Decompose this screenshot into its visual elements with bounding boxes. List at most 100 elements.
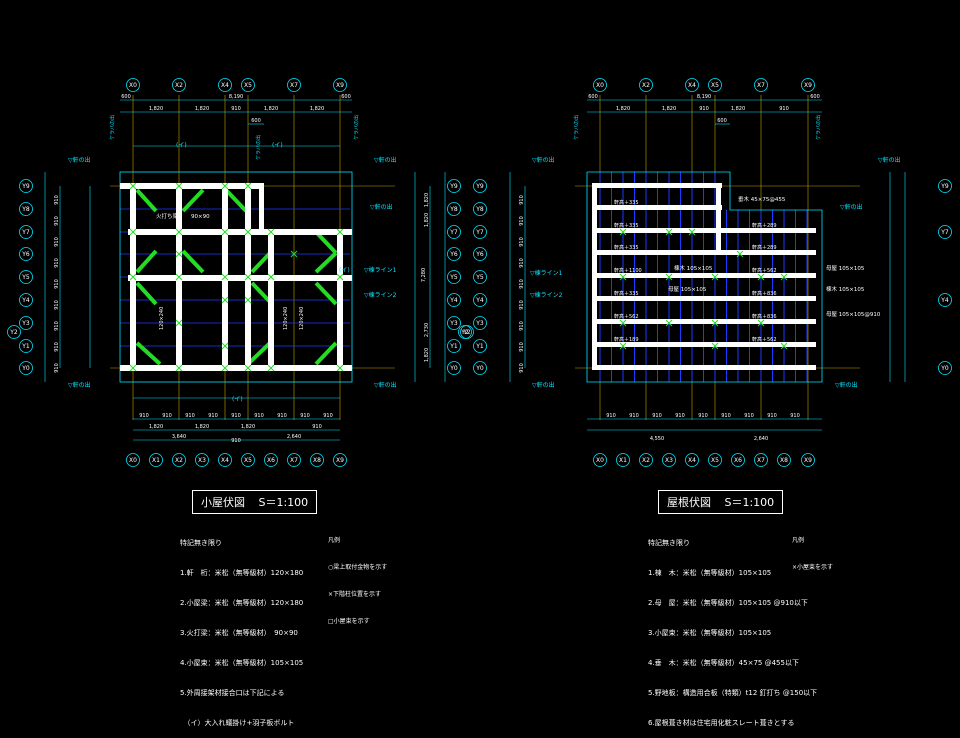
beam-label-a: 120×240 xyxy=(159,307,165,330)
post-x-mark xyxy=(221,228,229,236)
right-eave-outline xyxy=(586,171,823,383)
post-x-mark xyxy=(129,364,137,372)
svg-text:Y1: Y1 xyxy=(449,343,458,350)
axis-bubble-X1: X1 xyxy=(616,453,630,467)
axis-bubble-Y3-right: Y3 xyxy=(447,316,461,330)
roof-post-x-mark xyxy=(711,273,719,281)
dim-600: 600 xyxy=(251,118,261,124)
post-x-mark xyxy=(175,228,183,236)
svg-text:X4: X4 xyxy=(688,457,696,464)
dim-left-910: 910 xyxy=(54,216,60,226)
post-x-mark xyxy=(175,364,183,372)
svg-text:X2: X2 xyxy=(175,82,183,89)
dim-right: 1,820 xyxy=(424,213,430,227)
axis-bubble-Y9-right: Y9 xyxy=(447,179,461,193)
svg-text:Y2: Y2 xyxy=(9,329,18,336)
left-legend: 凡例 ○梁上取付金物を示す ×下階柱位置を示す □小屋束を示す xyxy=(328,518,387,635)
axis-bubble-X9: X9 xyxy=(333,78,347,92)
dim-bottom-910: 910 xyxy=(208,413,218,419)
svg-text:Y0: Y0 xyxy=(21,365,30,372)
right-eave-right-bottom-label: ▽軒の出 xyxy=(835,381,858,389)
dim-left-910: 910 xyxy=(54,321,60,331)
axis-bubble-Y0: Y0 xyxy=(19,361,33,375)
brace-size: 90×90 xyxy=(191,214,210,220)
axis-bubble-Y6-right: Y6 xyxy=(447,247,461,261)
axis-bubble-Y0: Y0 xyxy=(473,361,487,375)
post-x-mark xyxy=(244,296,252,304)
axis-bubble-Y9-right: Y9 xyxy=(938,179,952,193)
svg-text:X3: X3 xyxy=(198,457,206,464)
svg-text:X9: X9 xyxy=(336,82,344,89)
left-dim-lines xyxy=(44,99,446,441)
right-post-marks xyxy=(619,228,788,350)
left-legend-item: ×下階柱位置を示す xyxy=(328,591,382,598)
roof-post-x-mark xyxy=(711,342,719,350)
dim-right: 1,820 xyxy=(424,348,430,362)
right-legend-title: 凡例 xyxy=(792,537,805,544)
left-legend-item: □小屋束を示す xyxy=(328,618,370,625)
right-note-line: 4.垂 木：米松（無等級材）45×75 @455以下 xyxy=(648,659,799,667)
svg-text:X4: X4 xyxy=(221,457,229,464)
dim-left-910: 910 xyxy=(54,258,60,268)
dim-600: 600 xyxy=(717,118,727,124)
svg-text:X1: X1 xyxy=(152,457,160,464)
axis-bubble-X0: X0 xyxy=(126,78,140,92)
svg-text:Y9: Y9 xyxy=(21,183,30,190)
axis-bubble-X0: X0 xyxy=(126,453,140,467)
beam-label-c: 120×240 xyxy=(299,307,305,330)
rafter-label: 垂木 45×75@455 xyxy=(738,195,786,203)
svg-text:Y9: Y9 xyxy=(449,183,458,190)
right-eave-bottom-label: ▽軒の出 xyxy=(532,381,555,389)
axis-bubble-X5: X5 xyxy=(241,78,255,92)
dim-span: 910 xyxy=(699,106,709,112)
post-x-mark xyxy=(267,364,275,372)
dim-right: 2,730 xyxy=(424,323,430,337)
svg-text:X0: X0 xyxy=(129,457,137,464)
purlin-label-4: 母屋 105×105@910 xyxy=(826,311,881,318)
axis-bubble-Y9: Y9 xyxy=(473,179,487,193)
right-title: 屋根伏図 xyxy=(667,496,711,509)
right-note-line: 1.棟 木：米松（無等級材）105×105 xyxy=(648,569,772,577)
svg-text:X9: X9 xyxy=(804,82,812,89)
svg-text:Y6: Y6 xyxy=(449,251,458,258)
post-x-mark xyxy=(175,273,183,281)
axis-bubble-X8: X8 xyxy=(777,453,791,467)
dim-left-910: 910 xyxy=(519,258,525,268)
axis-bubble-Y0-right: Y0 xyxy=(447,361,461,375)
svg-text:Y6: Y6 xyxy=(21,251,30,258)
axis-bubble-Y3: Y3 xyxy=(473,316,487,330)
post-x-mark xyxy=(175,319,183,327)
right-legend-item: ×小屋束を示す xyxy=(792,564,834,571)
i-marker-side: (イ) xyxy=(339,267,350,274)
axis-bubble-Y4: Y4 xyxy=(19,293,33,307)
dim-bottom-910: 910 xyxy=(744,413,754,419)
svg-text:Y3: Y3 xyxy=(449,320,458,327)
height-tag: 軒高＋335 xyxy=(614,244,639,251)
post-x-mark xyxy=(336,273,344,281)
height-tag: 軒高＋289 xyxy=(752,244,777,251)
i-marker-bottom: (イ) xyxy=(232,396,243,403)
dim-span: 1,820 xyxy=(264,106,278,112)
left-post-marks xyxy=(129,182,344,372)
axis-bubble-X2: X2 xyxy=(172,453,186,467)
svg-text:X6: X6 xyxy=(267,457,275,464)
axis-bubble-X8: X8 xyxy=(310,453,324,467)
dim-bottom-1820: 1,820 xyxy=(195,424,209,430)
axis-bubble-Y7-right: Y7 xyxy=(938,225,952,239)
right-note-line: 2.母 屋：米松（無等級材）105×105 @910以下 xyxy=(648,599,808,607)
dim-right: 1,820 xyxy=(424,193,430,207)
svg-text:Y2: Y2 xyxy=(462,329,471,336)
axis-bubble-Y0-right: Y0 xyxy=(938,361,952,375)
svg-text:Y8: Y8 xyxy=(475,206,484,213)
svg-text:X5: X5 xyxy=(711,82,719,89)
svg-text:Y0: Y0 xyxy=(449,365,458,372)
axis-bubble-Y2: Y2 xyxy=(7,325,21,339)
svg-text:X5: X5 xyxy=(244,457,252,464)
axis-bubble-X7: X7 xyxy=(287,453,301,467)
svg-text:Y4: Y4 xyxy=(475,297,484,304)
left-ridge-line1: ▽棟ライン1 xyxy=(364,266,397,274)
dim-bottom-total: 910 xyxy=(231,438,241,444)
